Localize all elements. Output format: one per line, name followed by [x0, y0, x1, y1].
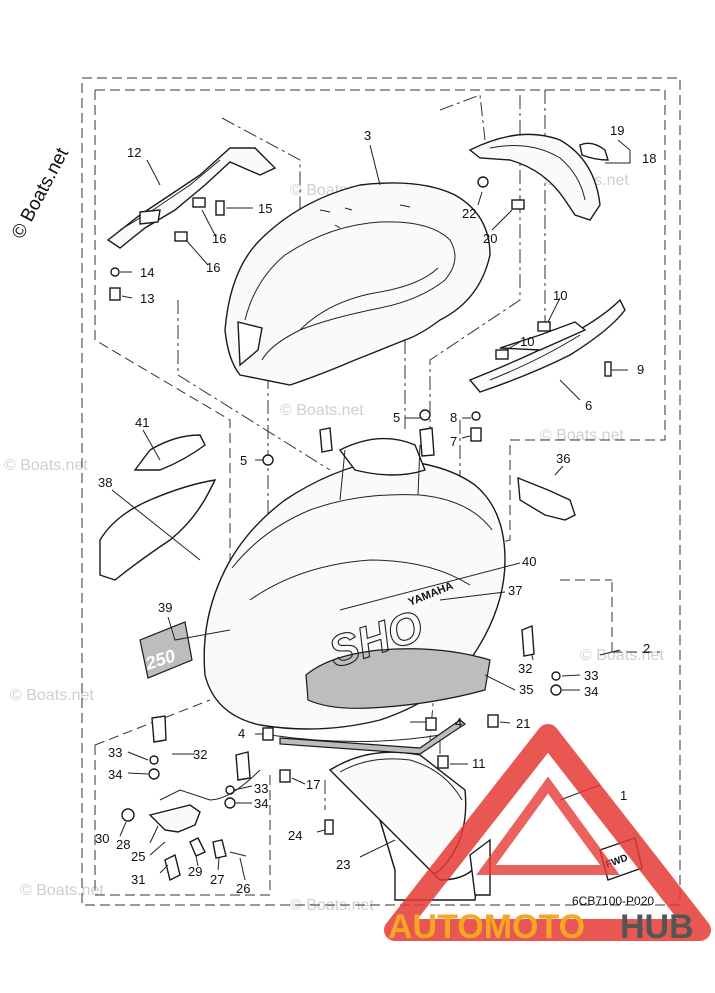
callout-leaders [111, 139, 631, 881]
latch-assembly [121, 624, 535, 882]
callout-labels: 1 2 3 4 4 5 5 6 7 8 9 10 10 11 12 13 14 … [95, 123, 656, 896]
callout-29: 29 [188, 864, 202, 879]
callout-12: 12 [127, 145, 141, 160]
callout-5: 5 [240, 453, 247, 468]
callout-11: 11 [472, 756, 486, 771]
callout-7: 7 [450, 434, 457, 449]
callout-36: 36 [556, 451, 570, 466]
callout-38: 38 [98, 475, 112, 490]
callout-9: 9 [637, 362, 644, 377]
callout-19: 19 [610, 123, 624, 138]
callout-32: 32 [518, 661, 532, 676]
watermark-repeat: © Boats.net [10, 687, 94, 704]
callout-20: 20 [483, 231, 497, 246]
callout-33: 33 [108, 745, 122, 760]
left-trim-bracket [106, 147, 277, 249]
main-lower-cowling [203, 427, 506, 742]
lower-apron [328, 751, 491, 901]
callout-14: 14 [140, 265, 154, 280]
callout-37: 37 [508, 583, 522, 598]
callout-27: 27 [210, 872, 224, 887]
watermark-main: © Boats.net [8, 144, 74, 242]
callout-41: 41 [135, 415, 149, 430]
callout-5: 5 [393, 410, 400, 425]
watermark-repeat: © Boats.net [4, 457, 88, 474]
diagram-code: 6CB7100-P020 [572, 894, 654, 908]
callout-31: 31 [131, 872, 145, 887]
callout-18: 18 [642, 151, 656, 166]
automotohub-logo: AUTOMOTO HUB [384, 724, 711, 946]
callout-34: 34 [584, 684, 598, 699]
callout-24: 24 [288, 828, 302, 843]
watermark-repeat: © Boats.net [20, 882, 104, 899]
callout-13: 13 [140, 291, 154, 306]
callout-21: 21 [516, 716, 530, 731]
watermark-repeat: © Boats.net [580, 647, 664, 664]
top-cowling-cap [224, 182, 491, 386]
callout-39: 39 [158, 600, 172, 615]
callout-10: 10 [520, 334, 534, 349]
callout-33: 33 [254, 781, 268, 796]
callout-2: 2 [643, 641, 650, 656]
callout-32: 32 [193, 747, 207, 762]
callout-10: 10 [553, 288, 567, 303]
right-side-trim-strip [468, 298, 626, 393]
callout-25: 25 [131, 849, 145, 864]
callout-33: 33 [584, 668, 598, 683]
callout-34: 34 [108, 767, 122, 782]
callout-6: 6 [585, 398, 592, 413]
right-trim-bracket [468, 133, 609, 221]
callout-16: 16 [212, 231, 226, 246]
callout-4: 4 [455, 715, 462, 730]
seal-strip [279, 719, 467, 755]
watermark-repeat: © Boats.net [540, 427, 624, 444]
right-side-decal [517, 476, 576, 521]
callout-15: 15 [258, 201, 272, 216]
callout-30: 30 [95, 831, 109, 846]
callout-34: 34 [254, 796, 268, 811]
model-250-badge: 250 [139, 621, 193, 679]
callout-22: 22 [462, 206, 476, 221]
callout-40: 40 [522, 554, 536, 569]
watermark-repeat: © Boats.net [280, 402, 364, 419]
callout-28: 28 [116, 837, 130, 852]
logo-text-hub: HUB [620, 908, 694, 946]
callout-17: 17 [306, 777, 320, 792]
callout-8: 8 [450, 410, 457, 425]
callout-1: 1 [620, 788, 627, 803]
callout-4: 4 [238, 726, 245, 741]
callout-35: 35 [519, 682, 533, 697]
callout-16: 16 [206, 260, 220, 275]
logo-triangle-icon [384, 724, 711, 941]
callout-26: 26 [236, 881, 250, 896]
callout-23: 23 [336, 857, 350, 872]
callout-3: 3 [364, 128, 371, 143]
logo-text-automoto: AUTOMOTO [388, 908, 585, 946]
trim-group-frame [560, 579, 660, 653]
